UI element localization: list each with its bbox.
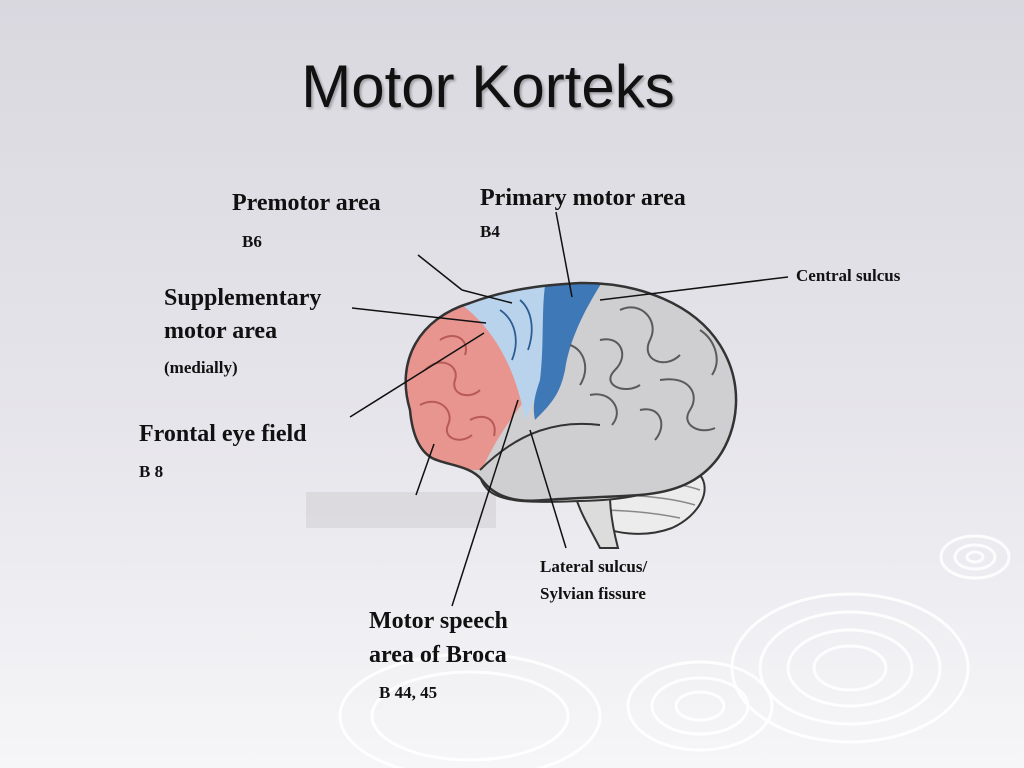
pointer-frontal-eye	[349, 332, 485, 418]
primary-motor-region	[533, 282, 610, 420]
label-supplementary-line1: Supplementary	[164, 285, 322, 311]
pointer-premotor	[417, 254, 463, 291]
label-supplementary-line2: motor area	[164, 318, 278, 344]
label-broca-code: B 44, 45	[379, 683, 438, 702]
pointer-supplementary	[351, 307, 487, 324]
label-primary-motor-code: B4	[480, 222, 500, 241]
label-frontal-eye-field: Frontal eye field	[139, 421, 307, 447]
label-central-sulcus: Central sulcus	[796, 266, 901, 285]
label-broca-line1: Motor speech	[369, 608, 508, 634]
label-frontal-eye-code: B 8	[139, 462, 164, 481]
label-lateral-sulcus-line1: Lateral sulcus/	[540, 557, 648, 576]
pointer-central-sulcus	[599, 276, 789, 301]
slide-title: Motor Korteks	[301, 53, 675, 120]
premotor-region	[455, 282, 560, 420]
label-premotor-code: B6	[242, 232, 262, 251]
pointer-broca	[451, 399, 519, 607]
label-primary-motor-area: Primary motor area	[480, 185, 686, 211]
brainstem	[573, 494, 620, 549]
label-premotor-area: Premotor area	[232, 190, 381, 216]
pointer-frontal-lower	[415, 443, 435, 496]
shadow-block	[306, 492, 496, 528]
label-supplementary-note: (medially)	[164, 358, 238, 377]
label-lateral-sulcus-line2: Sylvian fissure	[540, 584, 646, 603]
pointer-lateral-sulcus	[529, 429, 567, 549]
label-broca-line2: area of Broca	[369, 642, 507, 668]
pointer-primary-motor	[555, 211, 573, 298]
